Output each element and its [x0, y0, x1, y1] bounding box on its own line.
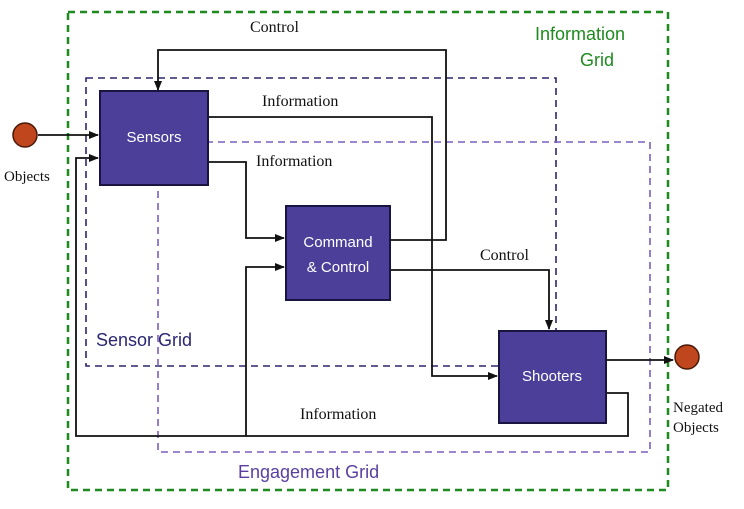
- sensors-to-shooters-information-arrow: [208, 116, 498, 380]
- sensors-node: Sensors: [99, 90, 209, 186]
- negated-objects-label-line2: Objects: [673, 420, 719, 436]
- information-bottom-label: Information: [300, 406, 376, 423]
- shooters-feedback-line: [75, 154, 629, 437]
- shooters-label: Shooters: [522, 368, 582, 385]
- command-label-line1: Command: [303, 234, 372, 251]
- feedback-to-command-arrow: [245, 263, 285, 436]
- connectors: [38, 49, 674, 437]
- command-label-line2: & Control: [307, 259, 370, 276]
- negated-objects-circle-icon: [674, 344, 700, 370]
- sensors-label: Sensors: [126, 129, 181, 146]
- information-mid-label: Information: [256, 153, 332, 170]
- sensor-grid-boundary: [85, 77, 557, 367]
- sensor-grid-label: Sensor Grid: [96, 330, 192, 350]
- objects-circle-icon: [12, 122, 38, 148]
- control-to-sensors-arrow: [154, 49, 447, 241]
- engagement-grid-label: Engagement Grid: [238, 462, 379, 482]
- information-grid-label-line1: Information: [535, 24, 625, 44]
- objects-label: Objects: [4, 169, 50, 185]
- shooters-node: Shooters: [498, 330, 607, 424]
- information-grid-boundary: [66, 10, 670, 492]
- command-control-node: Command & Control: [285, 205, 391, 301]
- engagement-grid-boundary: [157, 141, 651, 453]
- information-top-label: Information: [262, 93, 338, 110]
- negated-objects-label-line1: Negated: [673, 400, 723, 416]
- information-grid-label-line2: Grid: [580, 50, 614, 70]
- command-to-shooters-control-arrow: [390, 269, 553, 330]
- control-mid-label: Control: [480, 247, 529, 264]
- control-top-label: Control: [250, 19, 299, 36]
- sensors-to-command-information-arrow: [208, 161, 285, 242]
